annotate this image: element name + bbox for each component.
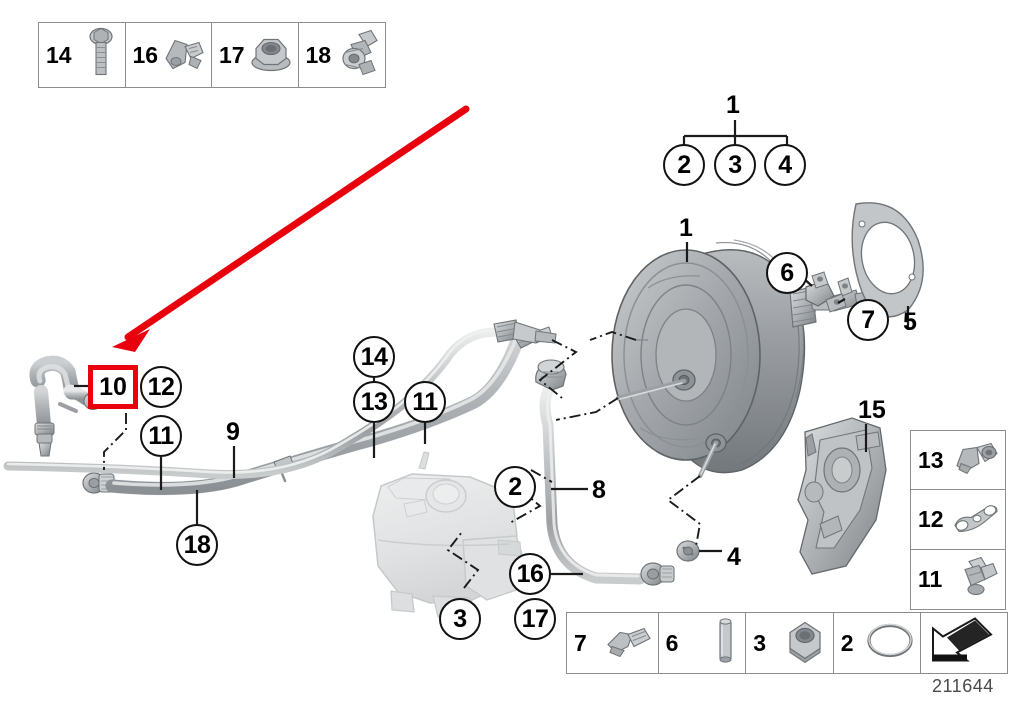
label-15: 15 xyxy=(858,398,886,423)
callout-12[interactable]: 12 xyxy=(140,366,182,408)
legend-cell-direction[interactable] xyxy=(921,613,1007,673)
brake-pipe-assembly xyxy=(3,319,557,479)
red-highlight-arrow xyxy=(112,105,470,352)
callout-13[interactable]: 13 xyxy=(353,381,395,423)
legend-cell-17[interactable]: 17 xyxy=(212,23,299,87)
legend-number: 18 xyxy=(305,41,332,68)
legend-number: 16 xyxy=(132,41,159,68)
legend-cell-18[interactable]: 18 xyxy=(299,23,386,87)
label-number: 9 xyxy=(226,418,240,446)
pipe-holder-bracket-icon xyxy=(951,436,1001,485)
sealing-washer-4 xyxy=(676,540,700,562)
callout-11b[interactable]: 11 xyxy=(404,381,446,423)
diagram-id-label: 211644 xyxy=(932,676,994,696)
callout-number: 16 xyxy=(516,559,544,588)
legend-cell-3[interactable]: 3 xyxy=(746,613,834,673)
clevis-pin-icon xyxy=(709,616,741,671)
legend-number: 11 xyxy=(918,565,943,592)
legend-number: 3 xyxy=(753,629,766,656)
callout-7[interactable]: 7 xyxy=(847,299,889,341)
callout-number: 6 xyxy=(780,258,794,287)
callout-2a[interactable]: 2 xyxy=(494,466,536,508)
legend-cell-11[interactable]: 11 xyxy=(911,550,1005,609)
callout-number: 10 xyxy=(99,372,127,401)
legend-cell-2[interactable]: 2 xyxy=(834,613,922,673)
callout-number: 14 xyxy=(360,342,388,371)
callout-17[interactable]: 17 xyxy=(514,598,556,640)
callout-number: 7 xyxy=(861,305,875,334)
callout-11a[interactable]: 11 xyxy=(140,415,182,457)
label-number: 1 xyxy=(726,91,740,119)
brake-booster xyxy=(611,239,875,479)
brake-line-end-fitting xyxy=(640,562,675,586)
legend-cell-6[interactable]: 6 xyxy=(659,613,747,673)
callout-number: 11 xyxy=(148,421,174,450)
highlighted-callout-10[interactable]: 10 xyxy=(88,365,138,409)
hose-clamp-fitting-icon xyxy=(337,27,381,84)
label-number: 4 xyxy=(727,543,741,571)
label-number: 15 xyxy=(858,396,886,424)
legend-cell-12[interactable]: 12 xyxy=(911,490,1005,550)
legend-cell-16[interactable]: 16 xyxy=(126,23,212,87)
callout-number: 4 xyxy=(778,150,792,179)
label-number: 5 xyxy=(903,308,917,336)
legend-cell-7[interactable]: 7 xyxy=(567,613,659,673)
label-number: 1 xyxy=(679,214,693,242)
retaining-clip-icon xyxy=(602,621,654,666)
callout-3[interactable]: 3 xyxy=(439,598,481,640)
callout-number: 18 xyxy=(183,530,211,559)
label-9: 9 xyxy=(226,420,240,445)
callout-number: 2 xyxy=(508,472,522,501)
flange-nut-icon xyxy=(248,31,294,80)
callout-3b[interactable]: 3 xyxy=(714,144,756,186)
callout-2b[interactable]: 2 xyxy=(663,144,705,186)
callout-18[interactable]: 18 xyxy=(176,524,218,566)
legend-number: 13 xyxy=(918,446,944,473)
label-1-top: 1 xyxy=(726,93,740,118)
callout-number: 11 xyxy=(412,387,438,416)
legend-number: 7 xyxy=(574,629,587,656)
label-5: 5 xyxy=(903,310,917,335)
o-ring-seal-icon xyxy=(864,620,916,667)
callout-4b[interactable]: 4 xyxy=(764,144,806,186)
top-parts-legend: 14 16 xyxy=(38,22,386,88)
callout-14[interactable]: 14 xyxy=(353,336,395,378)
clevis-and-clip-6-7 xyxy=(805,271,847,313)
booster-gasket-5 xyxy=(851,202,924,318)
callout-number: 3 xyxy=(728,150,742,179)
hex-flange-bolt-icon xyxy=(81,26,121,85)
callout-6[interactable]: 6 xyxy=(766,252,808,294)
legend-number: 12 xyxy=(918,506,944,533)
label-1-booster: 1 xyxy=(679,216,693,241)
label-4: 4 xyxy=(727,545,741,570)
mounting-bracket-15 xyxy=(797,417,887,575)
callout-number: 13 xyxy=(360,387,388,416)
brake-line-8 xyxy=(535,359,700,586)
legend-cell-13[interactable]: 13 xyxy=(911,431,1005,491)
brake-fluid-reservoir-ghost xyxy=(372,451,525,618)
callout-number: 17 xyxy=(521,604,549,633)
pipe-end-fitting xyxy=(493,319,557,344)
callout-16[interactable]: 16 xyxy=(509,553,551,595)
double-eye-clamp-icon xyxy=(949,497,1001,542)
legend-number: 14 xyxy=(46,41,72,68)
label-8: 8 xyxy=(592,478,606,503)
legend-number: 17 xyxy=(219,41,245,68)
legend-number: 6 xyxy=(665,629,679,656)
label-number: 8 xyxy=(592,476,606,504)
callout-number: 3 xyxy=(453,604,467,633)
legend-number: 2 xyxy=(840,629,854,656)
line-clip-icon xyxy=(955,554,1001,605)
hex-nut-icon xyxy=(781,618,829,669)
callout-number: 2 xyxy=(677,150,691,179)
callout-number: 12 xyxy=(147,372,175,401)
direction-arrow-icon xyxy=(927,617,999,670)
bottom-parts-legend: 7 6 3 xyxy=(566,612,1008,674)
pipe-bracket-clip-icon xyxy=(161,29,207,82)
right-parts-legend: 13 12 xyxy=(910,430,1006,610)
legend-cell-14[interactable]: 14 xyxy=(39,23,126,87)
